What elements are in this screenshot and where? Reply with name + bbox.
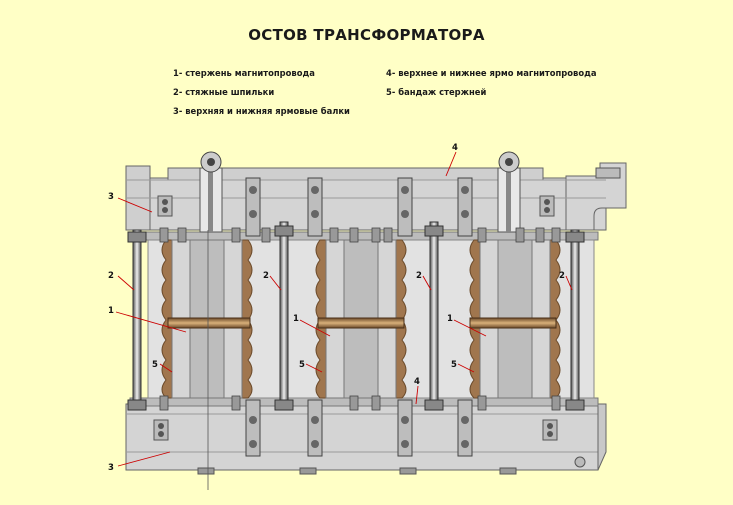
tie-rods [127, 221, 585, 411]
callout-3-top: 3 [108, 192, 114, 202]
callout-1-b: 1 [293, 314, 299, 324]
callout-1-c: 1 [447, 314, 453, 324]
callout-3-bottom: 3 [108, 463, 114, 473]
legend-item-4: 4- верхнее и нижнее ярмо магнитопровода [386, 68, 597, 78]
callout-1-a: 1 [108, 306, 114, 316]
callout-5-a: 5 [152, 360, 158, 370]
lower-yoke-beam [125, 403, 607, 475]
callout-2-c: 2 [416, 271, 422, 281]
core-limb-middle [315, 239, 407, 399]
yoke-studs [199, 151, 521, 457]
callout-5-c: 5 [451, 360, 457, 370]
callout-2-b: 2 [263, 271, 269, 281]
callout-4-bottom: 4 [414, 377, 420, 387]
callout-5-b: 5 [299, 360, 305, 370]
legend-item-3: 3- верхняя и нижняя ярмовые балки [173, 106, 350, 116]
diagram-title: ОСТОВ ТРАНСФОРМАТОРА [248, 26, 485, 44]
callout-leaders [115, 151, 573, 467]
callout-2-d: 2 [559, 271, 565, 281]
callout-2-a: 2 [108, 271, 114, 281]
core-limb-right [469, 239, 561, 399]
legend-item-2: 2- стяжные шпильки [173, 87, 275, 97]
legend-item-1: 1- стержень магнитопровода [173, 68, 315, 78]
callout-4-top: 4 [452, 143, 458, 153]
core-limb-left [161, 239, 253, 399]
legend-item-5: 5- бандаж стержней [386, 87, 487, 97]
